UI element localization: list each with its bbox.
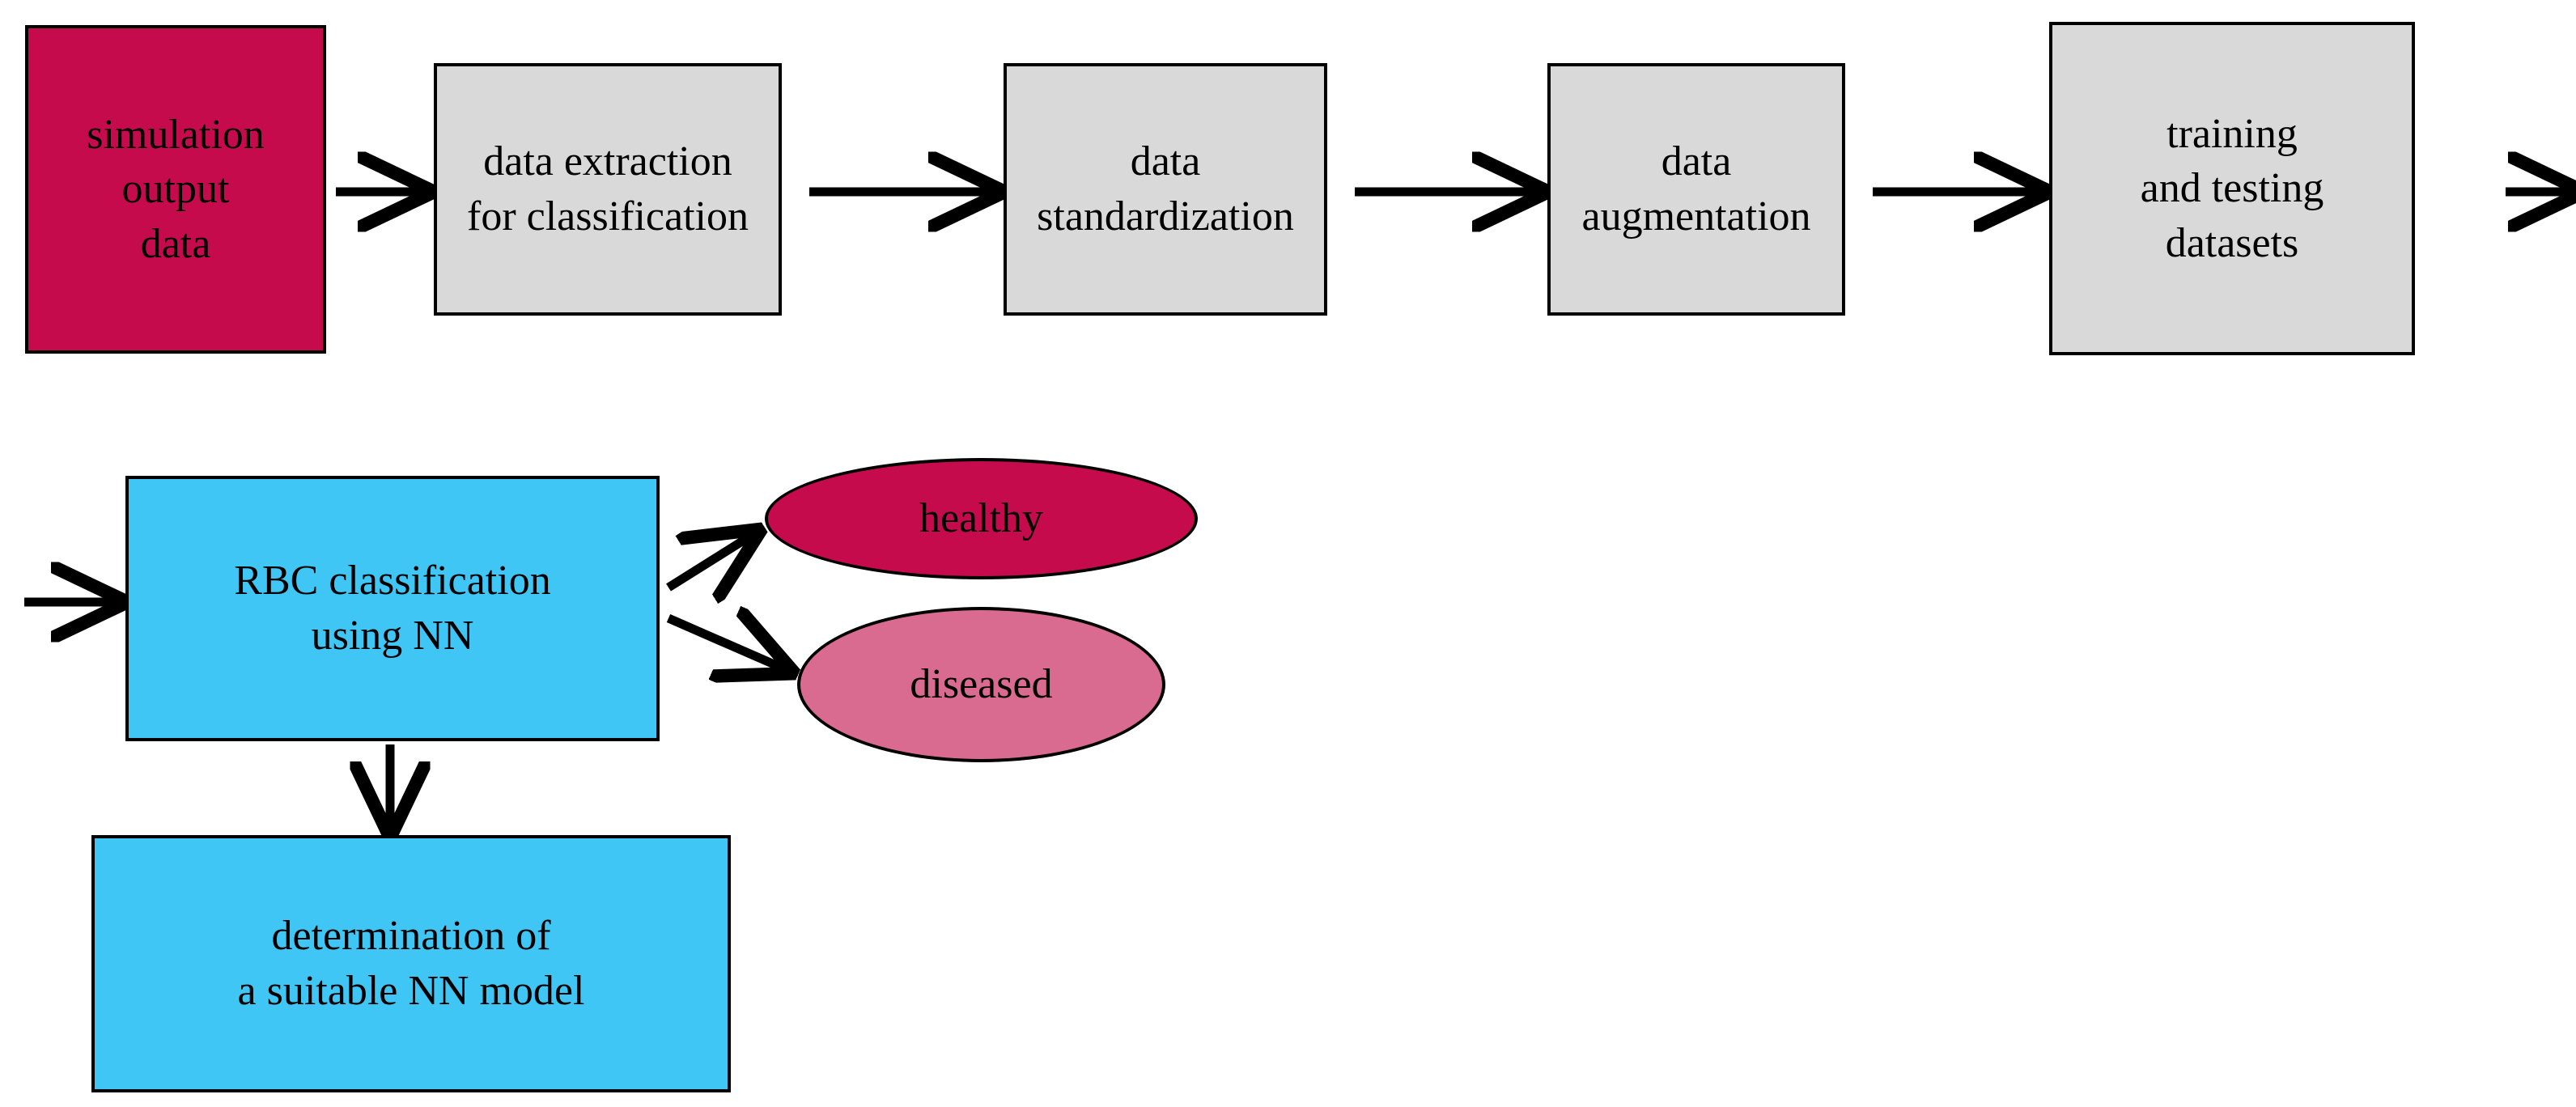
node-label-line: simulation xyxy=(87,111,265,158)
node-label-line: datasets xyxy=(2165,219,2299,266)
node-label-line: and testing xyxy=(2140,165,2324,212)
node-label-line: data xyxy=(140,220,211,267)
node-determination-of-a-suitable-nn-model[interactable]: determination of a suitable NN model xyxy=(91,835,731,1092)
node-data-extraction-for-classification[interactable]: data extraction for classification xyxy=(434,63,782,316)
node-data-standardization[interactable]: data standardization xyxy=(1004,63,1327,316)
node-label-line: augmentation xyxy=(1581,193,1811,240)
node-label-line: data xyxy=(1130,138,1201,185)
node-label-line: training xyxy=(2166,110,2298,157)
node-rbc-classification-using-nn[interactable]: RBC classification using NN xyxy=(125,476,660,741)
node-label-line: RBC classification xyxy=(234,558,551,604)
node-simulation-output-data[interactable]: simulation output data xyxy=(25,25,326,354)
edge-rbc-to-healthy xyxy=(666,536,751,587)
node-label-line: diseased xyxy=(910,661,1053,708)
node-data-augmentation[interactable]: data augmentation xyxy=(1547,63,1845,316)
node-label-line: standardization xyxy=(1037,193,1294,240)
node-training-and-testing-datasets[interactable]: training and testing datasets xyxy=(2049,22,2415,355)
node-label-line: determination of xyxy=(271,913,551,960)
node-label-line: data extraction xyxy=(483,138,732,185)
node-healthy[interactable]: healthy xyxy=(765,458,1198,579)
node-label-line: output xyxy=(121,166,230,213)
node-label-line: a suitable NN model xyxy=(237,968,585,1014)
node-diseased[interactable]: diseased xyxy=(797,607,1165,762)
node-label-line: for classification xyxy=(467,193,749,240)
node-label-line: using NN xyxy=(311,613,474,659)
node-label-line: healthy xyxy=(919,495,1044,542)
node-label-line: data xyxy=(1661,138,1732,185)
edge-rbc-to-diseased xyxy=(666,618,783,668)
